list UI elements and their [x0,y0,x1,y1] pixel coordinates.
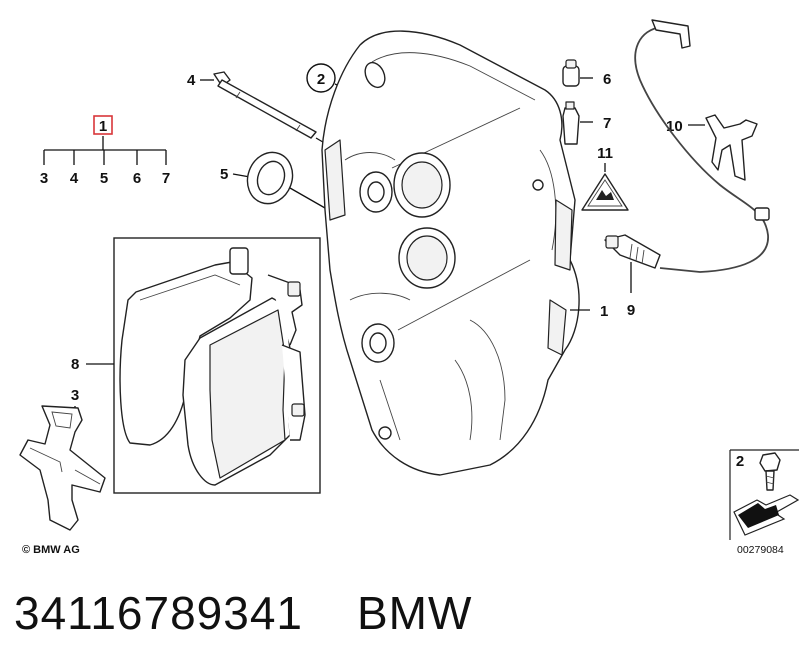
tree-leaf-label[interactable]: 5 [100,170,108,187]
callout-sensor[interactable]: 9 [627,302,635,319]
callout-caliper[interactable]: 1 [600,303,608,320]
bolt-part[interactable]: 4 [187,71,341,153]
tree-leaf-label[interactable]: 3 [40,170,48,187]
callout-inset-screw[interactable]: 2 [736,453,744,470]
screw-callout[interactable]: 2 [306,63,353,93]
drawing-number: 00279084 [737,544,784,556]
callout-sensor-clip[interactable]: 10 [666,118,683,135]
bleeder-cap-part[interactable]: 6 [562,59,611,88]
fastener-inset[interactable]: 2 00279084 [729,449,799,556]
callout-warning[interactable]: 11 [597,145,613,162]
callout-bolt[interactable]: 4 [187,72,196,89]
callout-bleeder-cap[interactable]: 6 [603,71,611,88]
tree-leaf-label[interactable]: 6 [133,170,141,187]
assembly-highlight-box[interactable] [93,115,113,135]
callout-pads[interactable]: 8 [71,356,79,373]
brand-name: BMW [357,587,473,639]
tree-leaf-label[interactable]: 4 [70,170,79,187]
assembly-tree: 1 3 4 5 6 7 [40,115,170,187]
callout-screw[interactable]: 2 [317,71,325,88]
seal-part[interactable]: 5 [220,146,326,210]
tree-root-label[interactable]: 1 [99,118,107,135]
sensor-clip-part[interactable]: 10 [666,114,758,181]
wear-sensor-part[interactable]: 9 [604,19,770,319]
part-number: 34116789341 [14,587,303,639]
callout-seal[interactable]: 5 [220,166,228,183]
tree-leaf-label[interactable]: 7 [162,170,170,187]
copyright-text: © BMW AG [22,544,80,556]
caliper-body[interactable] [321,30,580,476]
brake-pads-part[interactable]: 8 [71,237,321,494]
caliper-callout[interactable]: 1 [570,303,608,320]
spring-clip-part[interactable]: 3 [19,387,106,531]
callout-bleeder[interactable]: 7 [603,115,611,132]
callout-spring[interactable]: 3 [71,387,79,404]
warning-label-part[interactable]: 11 [581,145,629,211]
bleeder-part[interactable]: 7 [562,101,611,145]
parts-diagram: 1 3 4 5 6 7 4 5 2 [19,19,799,556]
